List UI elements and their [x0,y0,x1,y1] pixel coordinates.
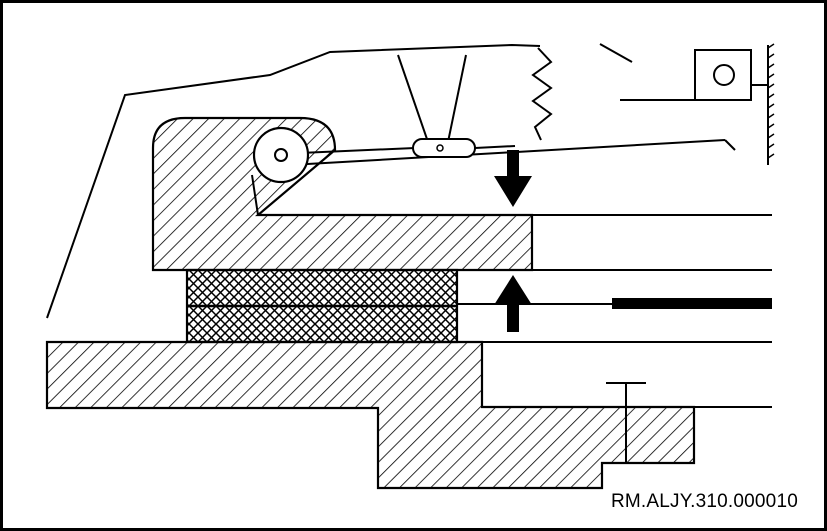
reference-code: RM.ALJY.310.000010 [607,491,801,513]
hinged-block [151,116,534,272]
housing-outline [46,43,541,319]
press-up-arrow [494,275,532,332]
lower-support-step [606,382,646,463]
press-down-arrow [494,150,532,207]
base-plate [45,340,696,490]
housing-top-segment [599,43,633,63]
mounting-bracket [620,43,775,165]
pivot-pin [252,126,310,184]
clamp-arm [251,139,772,271]
feeler-strip [457,298,772,309]
tension-spring [531,47,553,141]
linkage-rod [397,54,516,158]
